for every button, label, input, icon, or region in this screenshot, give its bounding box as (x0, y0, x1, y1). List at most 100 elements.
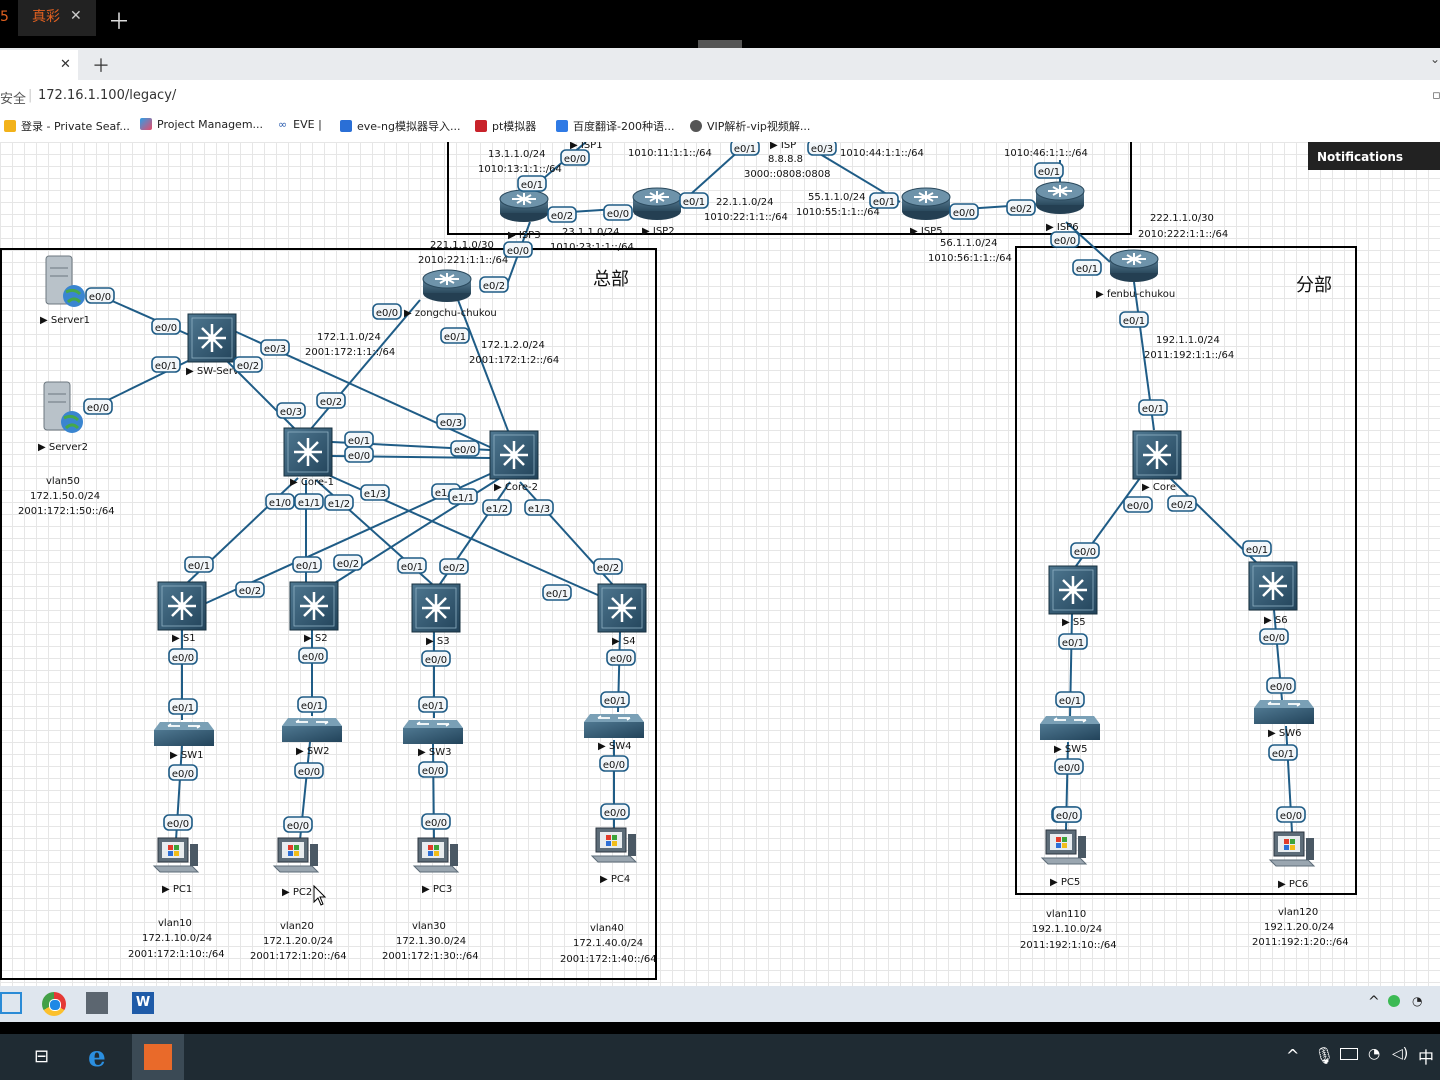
router-isp6[interactable] (1035, 181, 1085, 215)
svg-text:192.1.10.0/24: 192.1.10.0/24 (1032, 924, 1102, 935)
switch-sw1[interactable] (153, 721, 215, 747)
volume-icon[interactable]: ◁) (1392, 1046, 1409, 1062)
page-icon[interactable]: ▫ (1432, 88, 1440, 103)
switch-s5[interactable] (1047, 564, 1099, 616)
router-zongchu[interactable] (422, 269, 472, 303)
port-label: e0/1 (546, 589, 568, 600)
chevron-up-icon[interactable]: ^ (1368, 994, 1380, 1010)
chevron-down-icon[interactable]: ⌄ (1430, 52, 1440, 66)
switch-sw3[interactable] (402, 719, 464, 745)
switch-core1[interactable] (282, 426, 334, 478)
ime-indicator[interactable]: 中 (1418, 1048, 1435, 1067)
ie-icon[interactable]: e (88, 1040, 106, 1073)
pc5-device[interactable] (1041, 829, 1087, 865)
server2-device[interactable] (42, 380, 85, 435)
close-tab-icon[interactable]: ✕ (70, 8, 82, 24)
port-badge: e1/1 (294, 493, 324, 510)
port-label: e1/3 (364, 489, 386, 500)
pc1-device[interactable] (153, 837, 199, 873)
address-bar[interactable]: 安全 | 172.16.1.100/legacy/ ▫ (0, 80, 1440, 110)
switch-s6[interactable] (1247, 560, 1299, 612)
cisco-icon (475, 120, 487, 132)
bookmark-vip[interactable]: VIP解析-vip视频解... (690, 118, 810, 134)
bookmark-eve[interactable]: ∞EVE | (278, 118, 322, 131)
port-label: e0/0 (287, 821, 309, 832)
new-tab-icon[interactable]: ＋ (92, 56, 110, 77)
port-label: e0/0 (1056, 811, 1078, 822)
switch-core[interactable] (1131, 429, 1183, 481)
port-badge: e0/0 (298, 647, 328, 664)
app-window-icon[interactable] (86, 992, 108, 1014)
port-badge: e0/1 (517, 175, 547, 192)
port-badge: e0/1 (1058, 633, 1088, 650)
bookmark-eveng[interactable]: eve-ng模拟器导入... (340, 118, 460, 134)
port-label: e0/0 (1270, 682, 1292, 693)
port-label: e0/0 (507, 246, 529, 257)
tab-title: 真彩 (32, 9, 60, 25)
port-label: e1/0 (269, 498, 291, 509)
port-label: e0/0 (1127, 501, 1149, 512)
port-badge: e0/1 (1119, 311, 1149, 328)
bookmark-seafile[interactable]: 登录 - Private Seaf... (4, 118, 130, 134)
router-isp5[interactable] (901, 187, 951, 221)
chrome-icon[interactable] (42, 992, 66, 1016)
switch-sw5[interactable] (1039, 715, 1101, 741)
router-isp3[interactable] (499, 189, 549, 223)
switch-sw6[interactable] (1253, 699, 1315, 725)
port-badge: e0/3 (436, 413, 466, 430)
server1-device[interactable] (44, 254, 87, 309)
switch-s4[interactable] (596, 582, 648, 634)
switch-s3[interactable] (410, 582, 462, 634)
wifi-icon[interactable]: ◔ (1412, 994, 1423, 1008)
svg-text:2010:221:1:1::/64: 2010:221:1:1::/64 (418, 255, 508, 266)
inner-tab[interactable]: ✕ (0, 50, 78, 80)
bookmark-fanyi[interactable]: 百度翻译-200种语... (556, 118, 674, 134)
topology-diagram[interactable]: ▶ ISP1 ▶ ISP3 ▶ ISP2 ▶ ISP ▶ ISP5 ▶ ISP6… (0, 142, 1440, 986)
svg-text:23.1.1.0/24: 23.1.1.0/24 (562, 227, 619, 238)
switch-s1[interactable] (156, 580, 208, 632)
port-badge: e0/1 (600, 691, 630, 708)
battery-icon[interactable] (1340, 1048, 1358, 1060)
router-isp2[interactable] (632, 187, 682, 221)
active-app[interactable] (132, 1034, 184, 1080)
port-label: e0/1 (348, 436, 370, 447)
chevron-up-icon[interactable]: ^ (1286, 1046, 1300, 1065)
topology-canvas[interactable]: ▶ ISP1 ▶ ISP3 ▶ ISP2 ▶ ISP ▶ ISP5 ▶ ISP6… (0, 142, 1440, 986)
switch-core2[interactable] (488, 429, 540, 481)
notifications-panel[interactable]: Notifications (1308, 142, 1440, 170)
pc3-device[interactable] (413, 837, 459, 873)
microphone-icon[interactable]: 🎙 (1314, 1046, 1335, 1065)
port-label: e0/0 (564, 154, 586, 165)
switch-sw4[interactable] (583, 713, 645, 739)
active-tab[interactable]: 真彩 ✕ (18, 0, 96, 36)
switch-sw-server[interactable] (186, 312, 238, 364)
bookmark-pt[interactable]: pt模拟器 (475, 118, 536, 134)
tray-app-icon[interactable] (1388, 995, 1400, 1007)
svg-text:2001:172:1:10::/64: 2001:172:1:10::/64 (128, 949, 225, 960)
port-label: e1/2 (328, 499, 350, 510)
port-label: e0/1 (734, 144, 756, 155)
pc2-device[interactable] (273, 837, 319, 873)
remote-app-icon (144, 1044, 172, 1070)
label-s5: ▶ S5 (1062, 617, 1086, 628)
port-label: e0/2 (337, 559, 359, 570)
url-text[interactable]: 172.16.1.100/legacy/ (38, 88, 177, 103)
pc6-device[interactable] (1269, 831, 1315, 867)
port-label: e0/0 (87, 403, 109, 414)
port-badge: e0/0 (1123, 496, 1153, 513)
close-tab-icon[interactable]: ✕ (60, 57, 71, 72)
browser-tab[interactable]: 5 (0, 9, 9, 25)
port-label: e0/1 (1062, 638, 1084, 649)
router-fenbu[interactable] (1109, 249, 1159, 283)
switch-s2[interactable] (288, 580, 340, 632)
port-badge: e0/1 (344, 431, 374, 448)
pc4-device[interactable] (591, 827, 637, 863)
task-view-icon[interactable]: ⊟ (34, 1046, 50, 1067)
task-view-icon[interactable] (0, 992, 22, 1014)
bookmark-project[interactable]: Project Managem... (140, 118, 263, 131)
network-icon[interactable]: ◔ (1368, 1046, 1381, 1062)
word-icon[interactable]: W (132, 992, 154, 1014)
new-tab-icon[interactable]: ＋ (108, 10, 131, 35)
svg-text:1010:13:1:1::/64: 1010:13:1:1::/64 (478, 164, 562, 175)
switch-sw2[interactable] (281, 717, 343, 743)
